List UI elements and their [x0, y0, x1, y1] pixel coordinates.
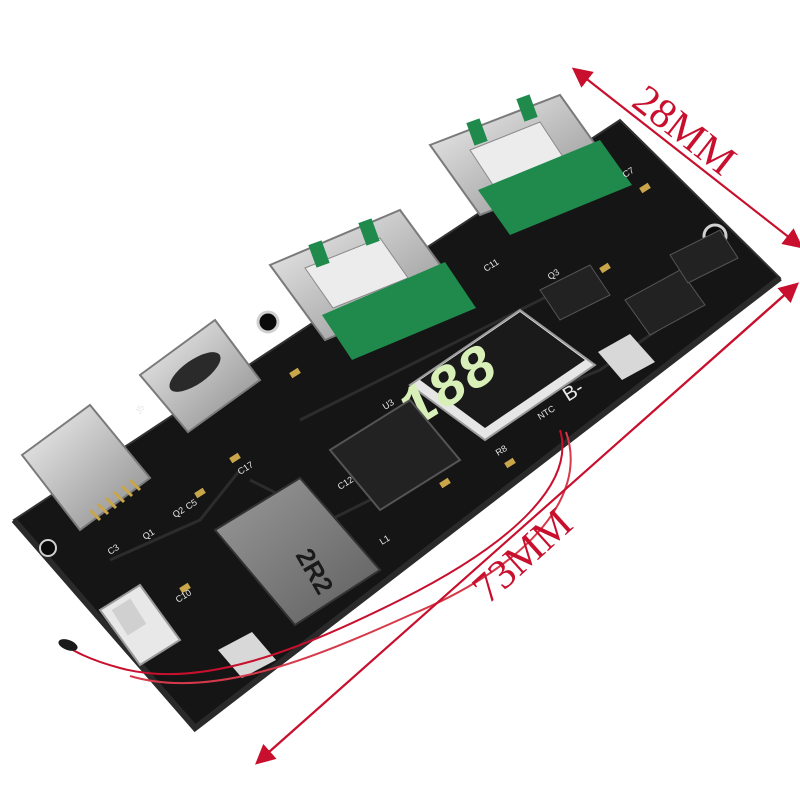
usb-a-port-1: [428, 93, 632, 235]
ic-right-2: [669, 229, 739, 284]
usb-a-port-2: [268, 208, 476, 360]
label-j5: J5: [133, 403, 146, 416]
ic-right-1: [624, 269, 706, 336]
length-label: 73MM: [464, 500, 582, 612]
test-pad-b-minus: [598, 334, 655, 380]
mounting-hole-left: [256, 310, 280, 334]
label-l1: L1: [378, 533, 392, 547]
smd-components: [179, 182, 651, 594]
micro-usb-port: [20, 403, 152, 532]
usb-c-port: [138, 318, 262, 434]
push-button: [98, 583, 182, 667]
inductor-l1: 2R2 L1: [213, 476, 392, 627]
ntc-thermistor-wire: [58, 429, 572, 685]
mounting-hole-bottom: [39, 539, 57, 557]
